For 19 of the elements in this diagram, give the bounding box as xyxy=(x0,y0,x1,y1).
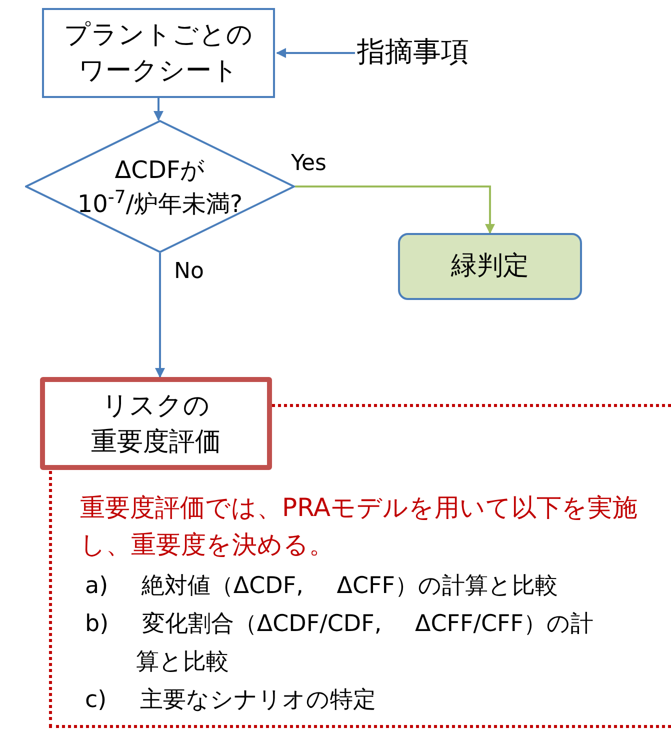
edge-label: Yes xyxy=(291,150,327,178)
list-item: a) 絶対値（ΔCDF, ΔCFF）の計算と比較 xyxy=(85,572,559,601)
arrow xyxy=(155,253,165,378)
process-box xyxy=(42,8,275,98)
input-label: 指摘事項 xyxy=(357,34,469,70)
arrow xyxy=(295,186,495,234)
list-item: c) 主要なシナリオの特定 xyxy=(85,686,377,715)
note-text: 重要度評価では、PRAモデルを用いて以下を実施し、重要度を決める。 xyxy=(80,492,639,561)
decision-text: ΔCDFが xyxy=(114,154,206,186)
box-text: 重要度評価 xyxy=(91,426,221,458)
edge-label: No xyxy=(174,258,204,286)
decision-text: 10$^{-7}$/炉年未満? xyxy=(77,186,243,220)
box-text: プラントごとのワークシート xyxy=(64,19,254,88)
box-text: 緑判定 xyxy=(451,250,529,283)
result-box xyxy=(398,233,582,300)
arrow xyxy=(276,48,355,58)
arrow xyxy=(154,98,164,121)
box-text: リスクの xyxy=(102,390,210,422)
process-box xyxy=(40,377,272,470)
